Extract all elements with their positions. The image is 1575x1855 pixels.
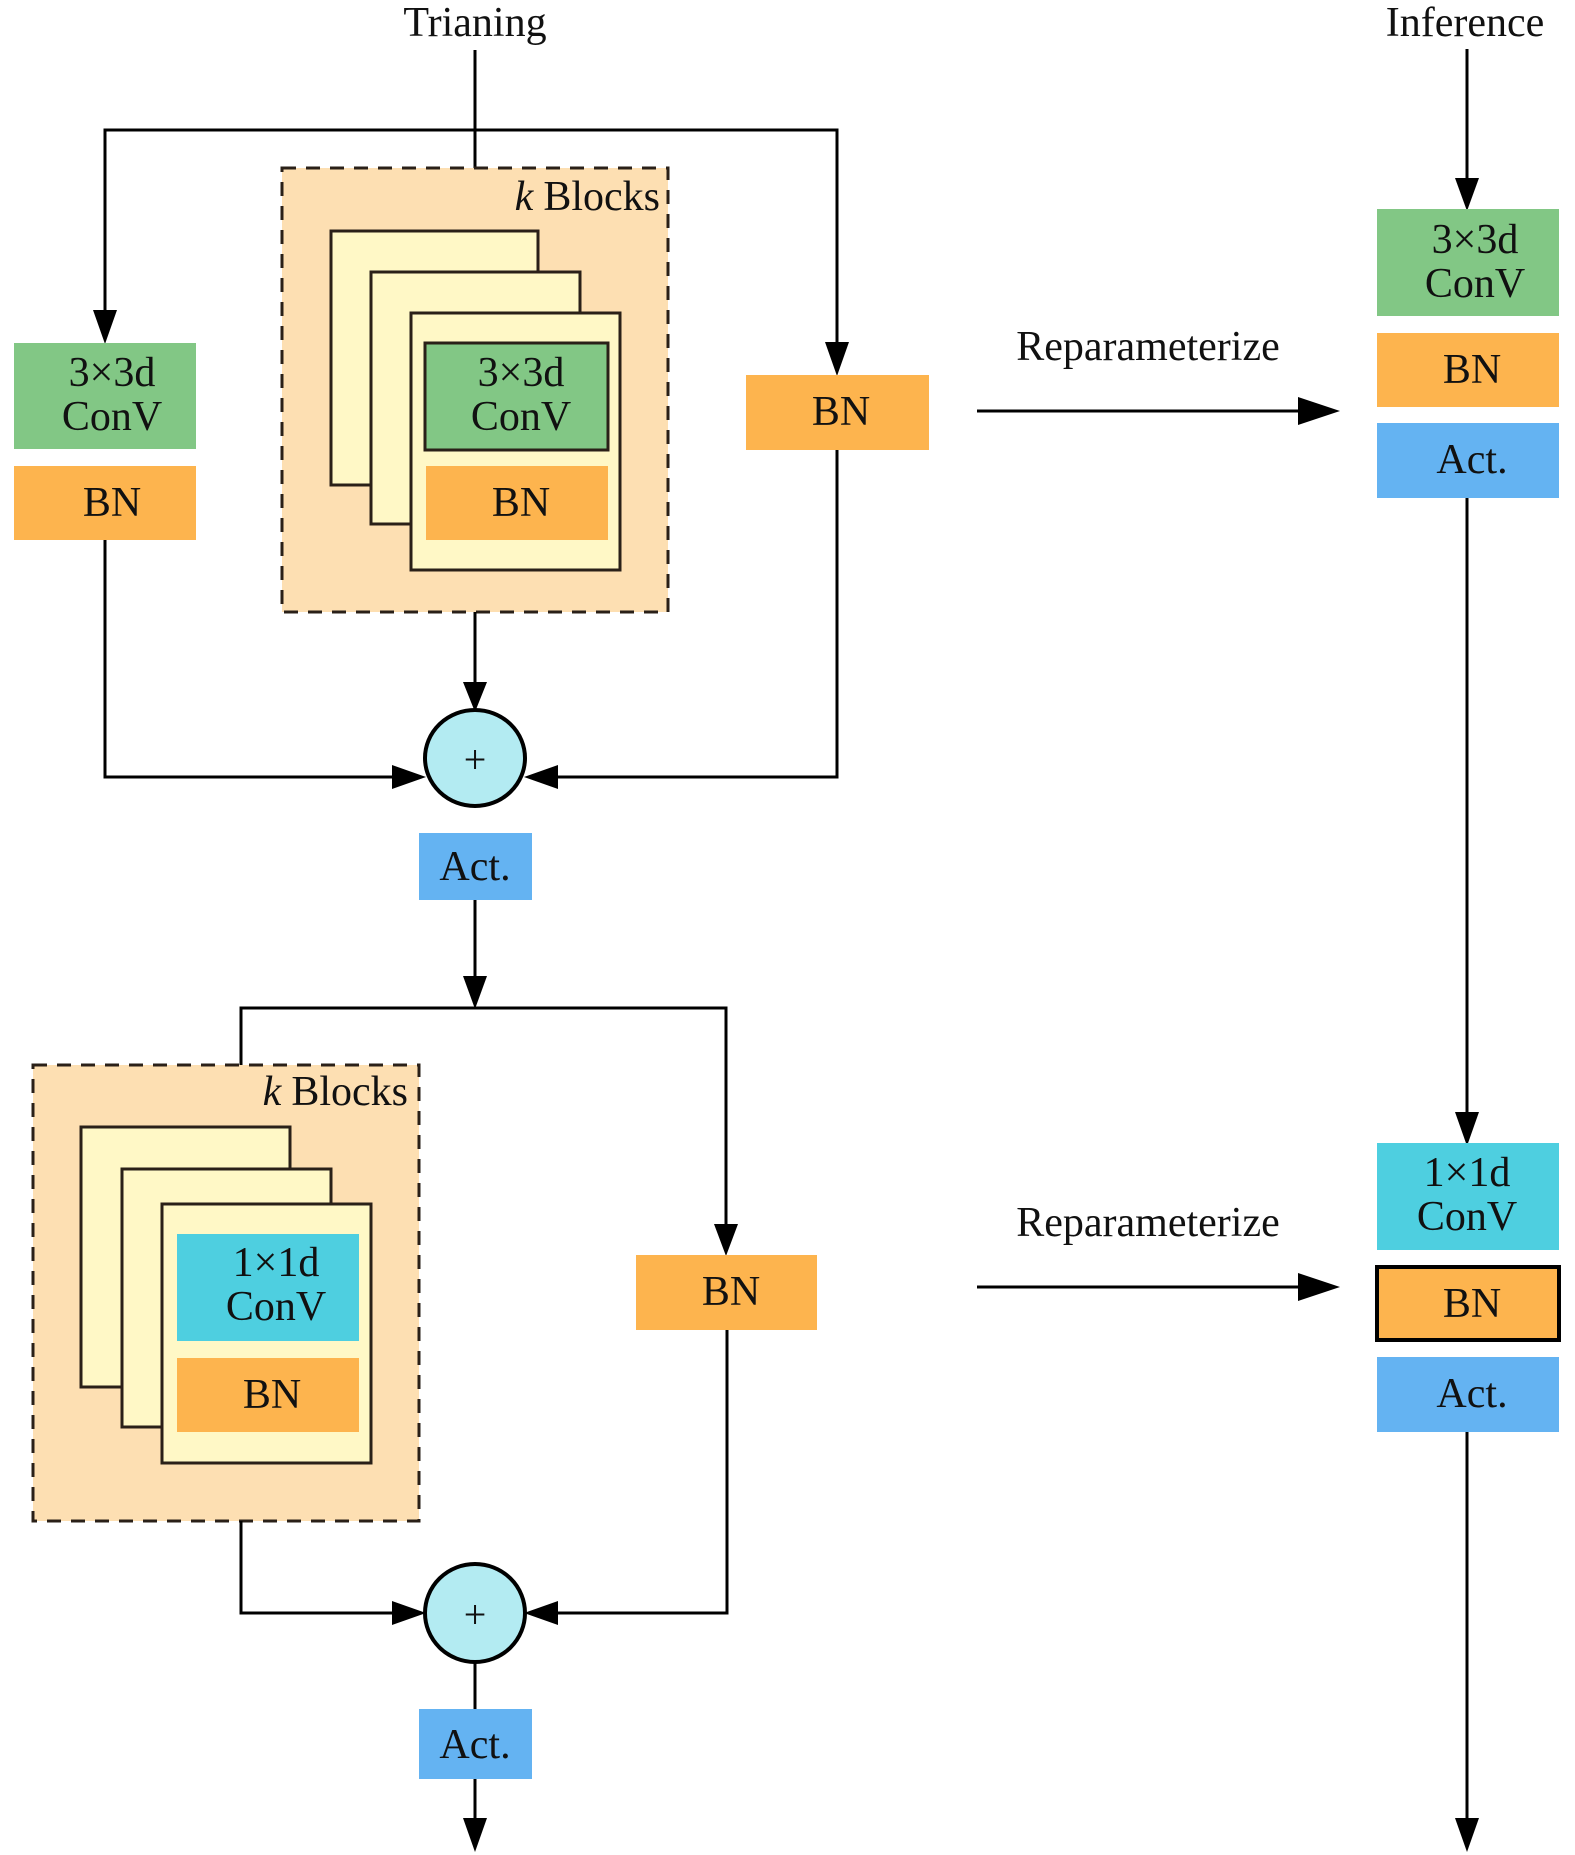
plus-icon: + (464, 737, 487, 782)
conv-label-line1: 3×3d (478, 350, 565, 396)
act-box (1377, 423, 1559, 498)
bn-label: BN (702, 1269, 760, 1315)
arrowhead-left-icon (524, 765, 558, 789)
conv-label-line2: ConV (1417, 1194, 1517, 1240)
arrowhead-down-icon (463, 682, 487, 712)
training-title: Trianing (403, 0, 546, 46)
right-merge-wire (550, 450, 839, 779)
act-label: Act. (1436, 437, 1507, 483)
bn-box (1377, 333, 1559, 407)
conv1x1-box (177, 1234, 359, 1341)
act-label: Act. (439, 844, 510, 890)
bn-label: BN (1443, 347, 1501, 393)
right-merge-wire (550, 1330, 729, 1615)
conv-label-line1: 3×3d (69, 350, 156, 396)
act-label: Act. (1436, 1371, 1507, 1417)
arrowhead-down-icon (1455, 1818, 1479, 1852)
arrowhead-right-icon (1298, 1273, 1340, 1301)
inference-column: 3×3d ConV BN Act. 1×1d ConV BN Act. (1375, 49, 1561, 1852)
arrowhead-down-icon (714, 1224, 738, 1256)
k-symbol: k (263, 1069, 283, 1115)
arrowhead-right-icon (392, 1601, 426, 1625)
bn-box (14, 466, 196, 540)
inference-title: Inference (1386, 0, 1545, 46)
arrowhead-down-icon (463, 976, 487, 1009)
act-box (1377, 1357, 1559, 1432)
conv1x1-box (1377, 1143, 1559, 1250)
bn-box (1375, 1265, 1561, 1342)
blocks-word: Blocks (543, 174, 660, 220)
conv3x3-box (423, 341, 610, 452)
arrowhead-down-icon (1455, 1112, 1479, 1146)
plus-icon: + (464, 1592, 487, 1637)
bn-label: BN (1443, 1281, 1501, 1327)
arrowhead-left-icon (524, 1601, 558, 1625)
conv-label-line2: ConV (1425, 261, 1525, 307)
bn-box (636, 1255, 817, 1330)
arrowhead-right-icon (392, 765, 426, 789)
act-label: Act. (439, 1722, 510, 1768)
conv-label-line2: ConV (226, 1284, 326, 1330)
bn-label: BN (243, 1372, 301, 1418)
k-symbol: k (515, 174, 535, 220)
bn-box (746, 375, 929, 450)
act-box (419, 833, 532, 900)
reparameterize-arrow-1: Reparameterize (977, 324, 1340, 425)
arrowhead-right-icon (1298, 397, 1340, 425)
conv-label-line1: 1×1d (233, 1240, 320, 1286)
arrowhead-down-icon (1455, 178, 1479, 211)
bn-box (426, 466, 608, 540)
bn-box (177, 1358, 359, 1432)
arrowhead-down-icon (825, 342, 849, 376)
left-merge-wire (239, 1521, 400, 1615)
act-box (419, 1709, 532, 1779)
blocks-word: Blocks (291, 1069, 408, 1115)
branch-split-wire (103, 128, 839, 350)
conv-label-line2: ConV (62, 394, 162, 440)
conv-label-line2: ConV (471, 394, 571, 440)
reparameterize-label: Reparameterize (1016, 324, 1279, 370)
sum-node (423, 708, 527, 808)
conv-label-line1: 3×3d (1432, 217, 1519, 263)
bn-label: BN (83, 480, 141, 526)
conv-label-line1: 1×1d (1424, 1150, 1511, 1196)
arrowhead-down-icon (93, 310, 117, 344)
conv3x3-box (14, 343, 196, 449)
reparameterize-arrow-2: Reparameterize (977, 1200, 1340, 1301)
branch-split-wire (239, 1006, 728, 1232)
bn-label: BN (812, 389, 870, 435)
conv3x3-box (1377, 209, 1559, 316)
arrowhead-down-icon (463, 1818, 487, 1852)
reparameterize-label: Reparameterize (1016, 1200, 1279, 1246)
bn-label: BN (492, 480, 550, 526)
left-merge-wire (103, 540, 400, 779)
